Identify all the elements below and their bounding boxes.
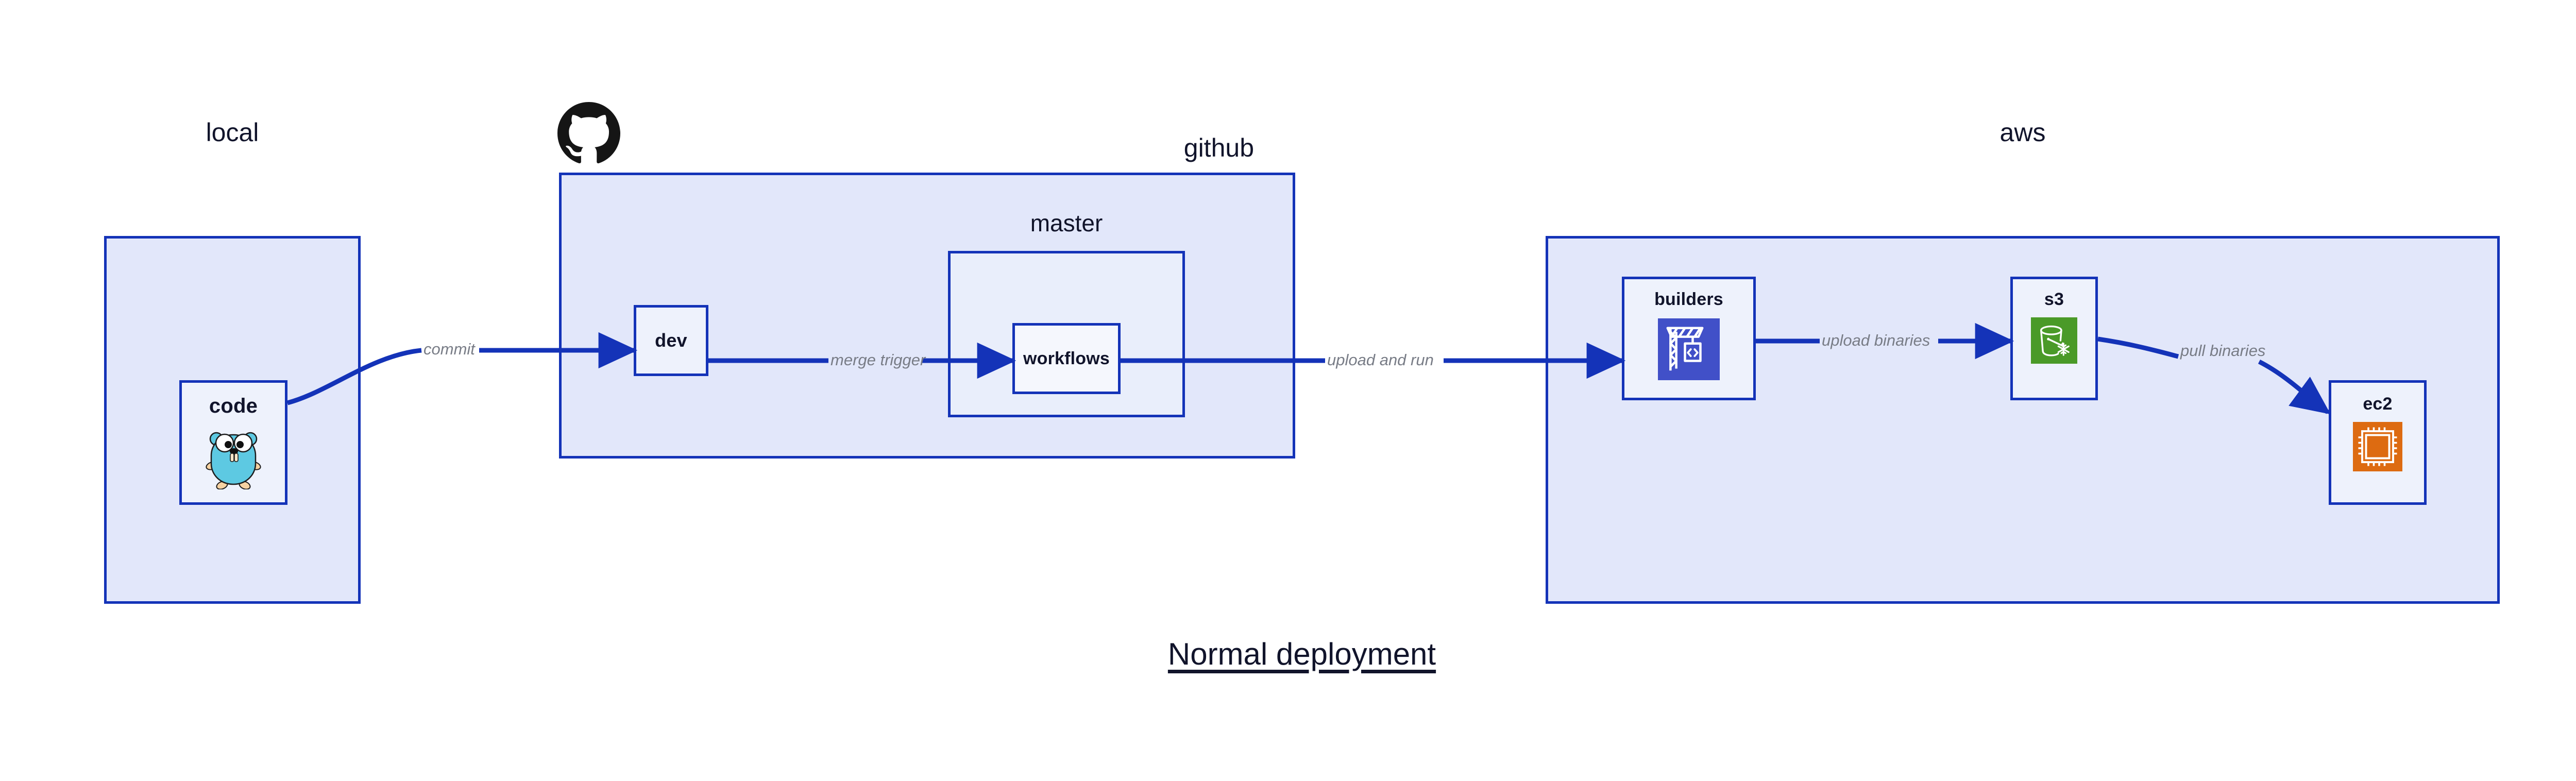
aws-codebuild-icon xyxy=(1658,318,1720,383)
edge-label-upload-and-run: upload and run xyxy=(1327,351,1434,369)
node-builders[interactable]: builders xyxy=(1622,277,1756,400)
zone-label-local: local xyxy=(206,118,259,147)
edge-label-upload-binaries: upload binaries xyxy=(1822,331,1930,349)
github-octocat-logo xyxy=(557,102,620,167)
edge-label-pull-binaries: pull binaries xyxy=(2180,342,2266,360)
node-code[interactable]: code xyxy=(179,380,287,505)
edge-label-merge-trigger: merge trigger xyxy=(831,351,926,369)
node-label-workflows: workflows xyxy=(1023,349,1110,368)
aws-s3-glacier-icon xyxy=(2031,317,2077,366)
zone-label-master: master xyxy=(1030,210,1103,236)
node-label-s3: s3 xyxy=(2044,290,2064,309)
zone-label-aws: aws xyxy=(1999,118,2046,147)
aws-ec2-chip-icon xyxy=(2353,422,2402,474)
page-title: Normal deployment xyxy=(0,636,2576,672)
node-label-dev: dev xyxy=(655,330,687,351)
node-s3[interactable]: s3 xyxy=(2010,277,2098,400)
node-label-ec2: ec2 xyxy=(2363,394,2393,414)
node-label-code: code xyxy=(209,395,258,417)
node-label-builders: builders xyxy=(1654,290,1723,309)
page-title-text: Normal deployment xyxy=(1167,637,1436,671)
go-gopher-icon xyxy=(205,428,262,492)
node-workflows[interactable]: workflows xyxy=(1012,323,1121,394)
node-dev[interactable]: dev xyxy=(634,305,708,376)
node-ec2[interactable]: ec2 xyxy=(2329,380,2427,505)
zone-label-github: github xyxy=(1183,133,1254,162)
edge-label-commit: commit xyxy=(423,340,475,358)
